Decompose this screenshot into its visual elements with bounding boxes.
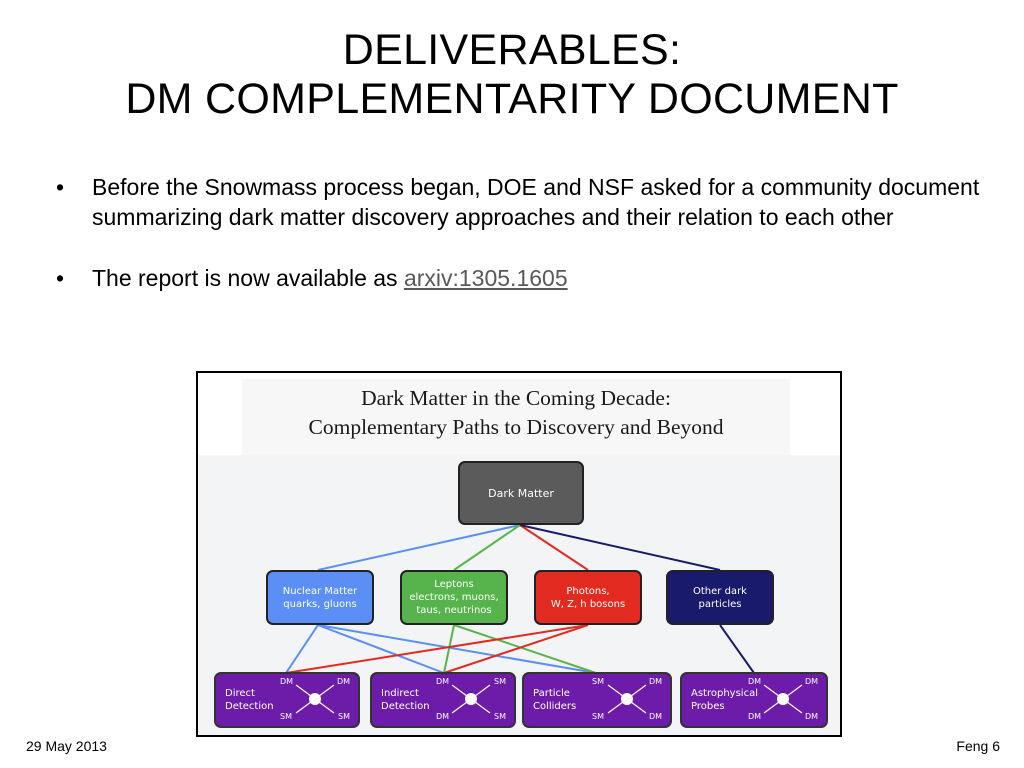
- node-photons: Photons, W, Z, h bosons: [534, 570, 642, 625]
- line-photons-indirect: [443, 624, 589, 674]
- node-label-line: Photons,: [566, 585, 610, 597]
- node-label: Indirect Detection: [381, 687, 430, 713]
- feynman-diagram-icon: DM DM DM DM: [748, 677, 818, 721]
- arxiv-link[interactable]: arxiv:1305.1605: [403, 265, 568, 291]
- feynman-label: DM: [436, 677, 450, 686]
- node-indirect-detection: Indirect Detection DM SM DM SM: [370, 672, 516, 728]
- paper-title: Dark Matter in the Coming Decade: Comple…: [242, 379, 790, 455]
- node-label-line: Other dark: [693, 585, 747, 597]
- slide-title: DELIVERABLES: DM COMPLEMENTARITY DOCUMEN…: [0, 26, 1024, 124]
- footer-page-number: Feng 6: [956, 738, 1000, 754]
- feynman-label: DM: [748, 712, 762, 721]
- node-nuclear-matter: Nuclear Matter quarks, gluons: [266, 570, 374, 625]
- node-dark-matter: Dark Matter: [458, 461, 584, 525]
- node-label-line: Colliders: [533, 701, 577, 712]
- feynman-label: DM: [748, 677, 762, 686]
- line-dm-other: [519, 524, 721, 571]
- node-label-line: Detection: [381, 701, 430, 712]
- line-dm-leptons: [453, 524, 521, 571]
- paper-figure: Dark Matter in the Coming Decade: Comple…: [196, 371, 842, 737]
- slide-title-line1: DELIVERABLES:: [342, 26, 682, 74]
- feynman-diagram-icon: SM DM SM DM: [592, 677, 662, 721]
- node-label-line: Probes: [691, 701, 725, 712]
- node-label-line: Leptons: [434, 579, 474, 590]
- footer-date: 29 May 2013: [26, 738, 107, 754]
- feynman-label: SM: [592, 677, 604, 686]
- bullet-text: The report is now available as: [92, 265, 404, 291]
- node-direct-detection: Direct Detection DM DM SM SM: [214, 672, 360, 728]
- bullet-marker: •: [56, 265, 65, 291]
- node-label-line: Particle: [533, 688, 570, 699]
- node-label-line: quarks, gluons: [283, 598, 357, 610]
- feynman-label: SM: [592, 712, 604, 721]
- line-leptons-colliders: [453, 624, 597, 674]
- feynman-label: SM: [280, 712, 292, 721]
- node-label-line: Astrophysical: [691, 688, 758, 699]
- line-nuclear-direct: [285, 624, 319, 674]
- vertex-graphic: [763, 684, 803, 714]
- feynman-label: DM: [648, 677, 662, 686]
- bullet-marker: •: [56, 174, 65, 200]
- vertex-graphic: [295, 684, 335, 714]
- line-dm-photons: [519, 524, 589, 571]
- feynman-label: DM: [436, 712, 450, 721]
- bullet-text: Before the Snowmass process began, DOE a…: [92, 174, 980, 230]
- node-label-line: Detection: [225, 701, 274, 712]
- feynman-label: SM: [338, 712, 350, 721]
- slide-title-line2: DM COMPLEMENTARITY DOCUMENT: [125, 75, 899, 123]
- node-label: Particle Colliders: [533, 687, 576, 713]
- node-label-line: Indirect: [381, 688, 419, 699]
- feynman-label: DM: [336, 677, 350, 686]
- node-label: Direct Detection: [225, 687, 274, 713]
- feynman-label: DM: [648, 712, 662, 721]
- node-other-dark: Other dark particles: [666, 570, 774, 625]
- line-other-astro: [719, 624, 755, 674]
- paper-title-line2: Complementary Paths to Discovery and Bey…: [308, 415, 724, 439]
- node-particle-colliders: Particle Colliders SM DM SM DM: [522, 672, 672, 728]
- feynman-label: DM: [804, 712, 818, 721]
- node-label: Astrophysical Probes: [691, 687, 758, 713]
- feynman-label: DM: [804, 677, 818, 686]
- bullet-item: • The report is now available as arxiv:1…: [50, 263, 980, 293]
- connection-lines: [285, 524, 755, 674]
- paper-title-line1: Dark Matter in the Coming Decade:: [361, 386, 671, 410]
- node-label-line: W, Z, h bosons: [550, 598, 626, 610]
- bullet-item: • Before the Snowmass process began, DOE…: [50, 172, 980, 232]
- node-label-line: electrons, muons,: [409, 592, 499, 603]
- line-nuclear-indirect: [317, 624, 445, 674]
- line-photons-direct: [285, 624, 589, 674]
- feynman-diagram-icon: DM SM DM SM: [436, 677, 506, 721]
- node-astrophysical-probes: Astrophysical Probes DM DM DM DM: [680, 672, 828, 728]
- feynman-label: SM: [494, 677, 506, 686]
- line-leptons-indirect: [443, 624, 455, 674]
- node-dark-matter-label: Dark Matter: [488, 486, 554, 500]
- node-label-line: Direct: [225, 688, 255, 699]
- vertex-graphic: [607, 684, 647, 714]
- feynman-diagram-icon: DM DM SM SM: [280, 677, 350, 721]
- node-label-line: taus, neutrinos: [416, 605, 492, 616]
- vertex-graphic: [451, 684, 491, 714]
- feynman-label: DM: [280, 677, 294, 686]
- node-label-line: Nuclear Matter: [282, 585, 358, 597]
- feynman-label: SM: [494, 712, 506, 721]
- bullet-list: • Before the Snowmass process began, DOE…: [50, 172, 980, 293]
- line-dm-nuclear: [317, 524, 521, 571]
- node-leptons: Leptons electrons, muons, taus, neutrino…: [400, 570, 508, 625]
- node-label-line: particles: [698, 598, 742, 610]
- line-nuclear-colliders: [317, 624, 597, 674]
